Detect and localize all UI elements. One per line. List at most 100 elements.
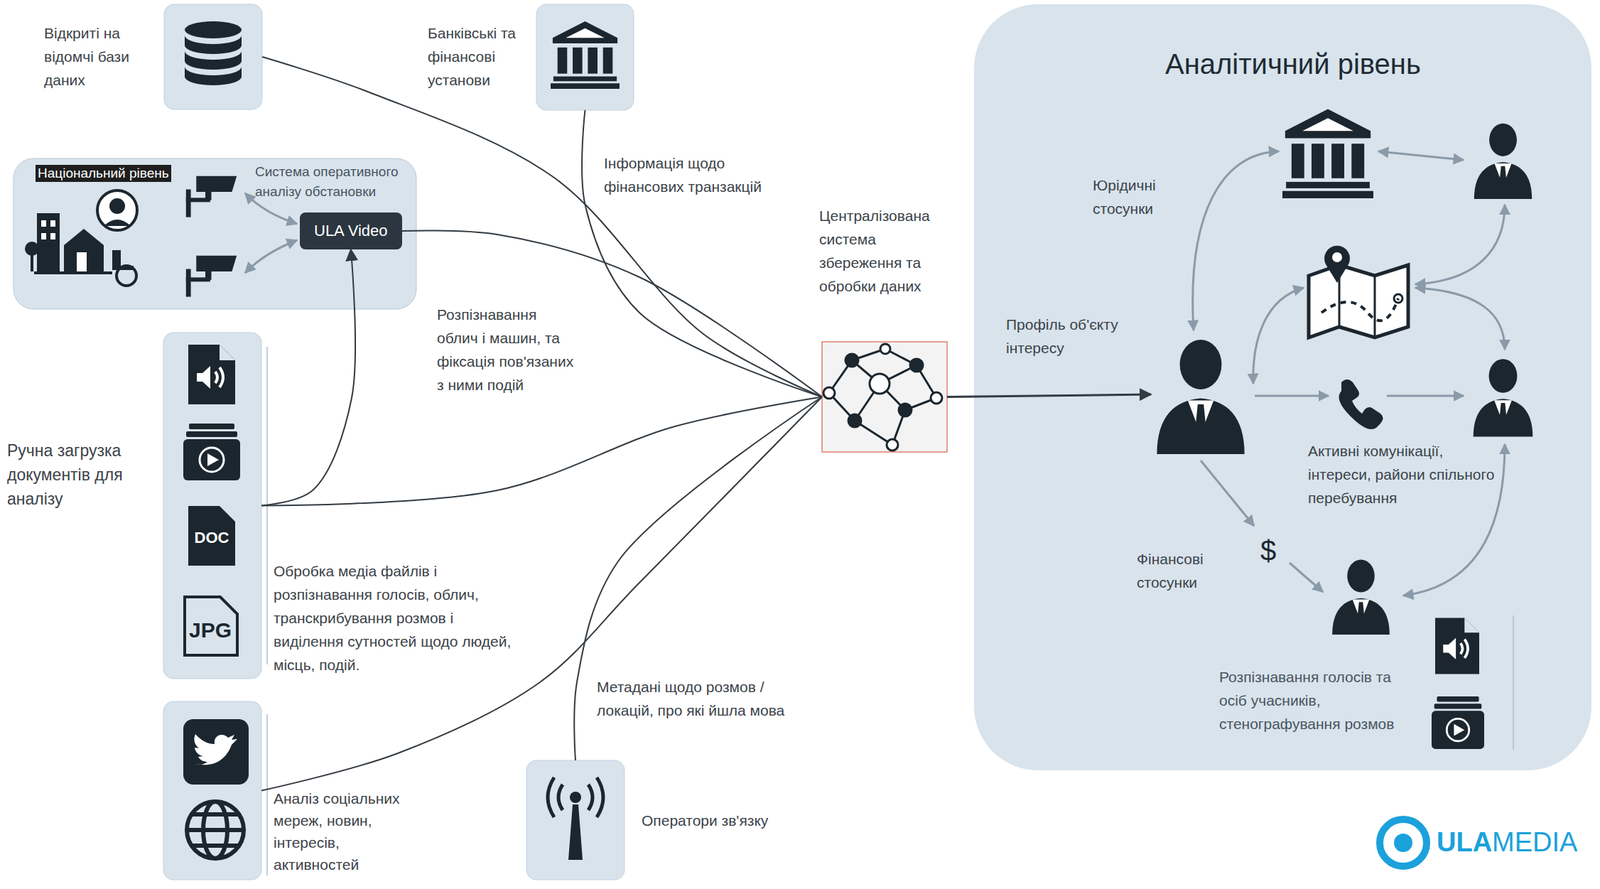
- twitter-icon-part: [193, 733, 238, 765]
- connector: [261, 249, 356, 506]
- connector: [581, 110, 823, 398]
- panel-grounds-part: [163, 701, 262, 880]
- network-icon-part: [845, 353, 859, 367]
- source-box: Відкриті на відомчі бази даних: [164, 4, 263, 110]
- node-text: Ручна загрузка документів для аналізу: [7, 438, 139, 511]
- connector: [261, 397, 823, 506]
- source-box: Банківські та фінансові установи: [536, 4, 634, 111]
- database-icon-part: [184, 66, 242, 86]
- relation-label: Активні комунікації, інтереси, райони сп…: [1307, 439, 1497, 510]
- panel-grounds-part: [822, 341, 948, 452]
- bank-icon: [550, 21, 620, 89]
- panel-grounds-part: [526, 760, 625, 880]
- panel-grounds-part: [1512, 615, 1515, 750]
- relation-label: Юрідичні стосунки: [1092, 173, 1182, 221]
- node-text: ULA Video: [314, 220, 388, 242]
- connector: [402, 230, 823, 397]
- relation-label: Фінансові стосунки: [1136, 547, 1226, 594]
- database-icon-part: [184, 35, 242, 54]
- relation-arrow-part: [1415, 204, 1505, 285]
- network-icon: [823, 343, 943, 451]
- network-icon-part: [898, 403, 912, 417]
- relation-arrow-part: [1192, 151, 1279, 331]
- node-text: Аналіз соціальних мереж, новин, інтересі…: [273, 787, 420, 876]
- national-panel: Національний рівень Система оперативного …: [13, 158, 417, 310]
- central-box: Централізована система збереження та обр…: [822, 341, 948, 452]
- audio-file-icon: [188, 344, 236, 405]
- connector: [261, 397, 823, 791]
- database-icon-part: [184, 51, 242, 70]
- connector: [947, 394, 1151, 398]
- note-label: Розпізнавання голосів та осіб учасників,…: [1219, 665, 1422, 736]
- twitter-icon-part: [183, 719, 249, 785]
- panel-grounds-part: [13, 158, 417, 310]
- connector: [262, 56, 823, 398]
- operators-box: Оператори зв'язку: [526, 760, 625, 880]
- audio-file-icon: [1435, 618, 1480, 675]
- city-illustration-part: [34, 271, 113, 275]
- map-icon-part: [1393, 294, 1403, 303]
- network-icon-part: [886, 439, 899, 451]
- map-icon-part: [1308, 265, 1409, 338]
- node-text: Аналітичний рівень: [1165, 46, 1421, 81]
- antenna-icon-part: [569, 791, 582, 803]
- logo-mark: [1379, 819, 1427, 867]
- file-type-label: DOC: [188, 528, 236, 548]
- analytics-panel: Аналітичний рівеньПрофіль об'єкту інтере…: [974, 4, 1592, 771]
- network-icon-part: [823, 387, 835, 399]
- network-icon-part: [869, 373, 890, 394]
- antenna-icon-part: [547, 777, 604, 818]
- panel-grounds-part: [974, 4, 1592, 771]
- money-symbol: $: [1260, 534, 1277, 567]
- city-illustration-part: [97, 190, 138, 231]
- twitter-icon: [183, 719, 249, 785]
- logo-text: MEDIA: [1492, 825, 1578, 859]
- network-icon-part: [880, 343, 891, 354]
- file-type-label: JPG: [181, 618, 239, 643]
- connector: [574, 397, 823, 761]
- panel-grounds-part: [163, 332, 262, 679]
- relation-arrow-part: [1253, 287, 1304, 384]
- panel-grounds-part: [266, 714, 268, 876]
- city-illustration-part: [109, 198, 126, 214]
- antenna-icon-part: [568, 804, 583, 860]
- doc-file-icon: [188, 505, 236, 566]
- bank-icon: [1282, 109, 1374, 199]
- network-icon-part: [930, 392, 943, 404]
- relation-arrow-part: [1386, 395, 1464, 398]
- city-illustration-part: [41, 233, 47, 240]
- edge-label: Метадані щодо розмов / локацій, про які …: [596, 674, 803, 722]
- camera-icon: [186, 176, 237, 218]
- globe-icon-part: [191, 814, 239, 846]
- map-icon-part: [1321, 298, 1399, 321]
- node-text: Система оперативного аналізу обстановки: [255, 161, 415, 202]
- node-text: Відкриті на відомчі бази даних: [44, 21, 162, 92]
- node-text: Національний рівень: [35, 164, 172, 182]
- antenna-icon: [547, 777, 604, 860]
- logo-mark-part: [1393, 833, 1413, 852]
- logo-mark-part: [1379, 819, 1427, 867]
- relation-arrow-part: [1200, 460, 1254, 526]
- relation-arrow: [1192, 151, 1505, 596]
- node-text: Оператори зв'язку: [641, 808, 769, 832]
- camera-icon: [186, 255, 237, 297]
- video-folder-icon: [1431, 696, 1485, 749]
- person-icon: [1156, 339, 1245, 454]
- node-text: Банківські та фінансові установи: [427, 21, 533, 92]
- city-illustration: [24, 190, 138, 286]
- database-icon: [184, 21, 242, 86]
- network-icon-part: [848, 414, 862, 427]
- map-icon-part: [1324, 245, 1350, 283]
- relation-arrow-part: [1289, 562, 1323, 592]
- map-icon: [1308, 245, 1409, 338]
- node-text: Обробка медіа файлів і розпізнавання гол…: [273, 559, 523, 677]
- city-illustration-part: [63, 228, 104, 272]
- panel-grounds-part: [536, 4, 634, 111]
- city-illustration-part: [41, 220, 47, 227]
- city-illustration-part: [112, 250, 134, 270]
- panel-grounds: [13, 4, 1592, 880]
- network-icon-part: [910, 358, 923, 372]
- phone-icon: [1339, 379, 1384, 430]
- city-illustration-part: [50, 220, 56, 227]
- city-illustration-part: [103, 219, 131, 226]
